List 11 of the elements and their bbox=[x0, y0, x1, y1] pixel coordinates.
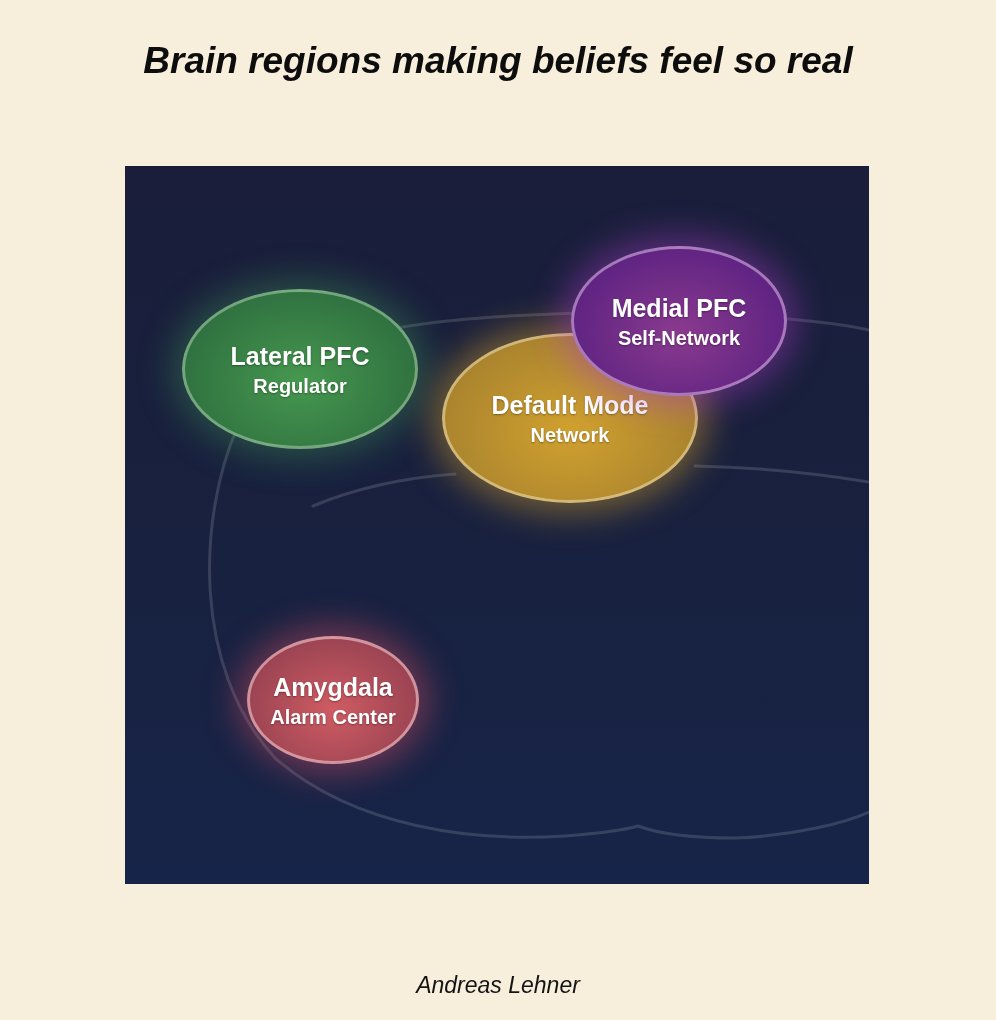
region-name: Amygdala bbox=[273, 671, 393, 702]
brain-region-ellipse bbox=[247, 636, 419, 764]
region-name: Lateral PFC bbox=[230, 340, 370, 371]
region-role: Alarm Center bbox=[270, 704, 396, 729]
region-role: Self-Network bbox=[617, 325, 741, 350]
region-role: Network bbox=[530, 422, 610, 447]
diagram-title: Brain regions making beliefs feel so real bbox=[143, 39, 853, 83]
region-name: Medial PFC bbox=[611, 292, 747, 323]
credit-caption: Andreas Lehner bbox=[416, 971, 580, 999]
region-role: Regulator bbox=[253, 373, 347, 398]
region-name: Default Mode bbox=[491, 389, 649, 420]
